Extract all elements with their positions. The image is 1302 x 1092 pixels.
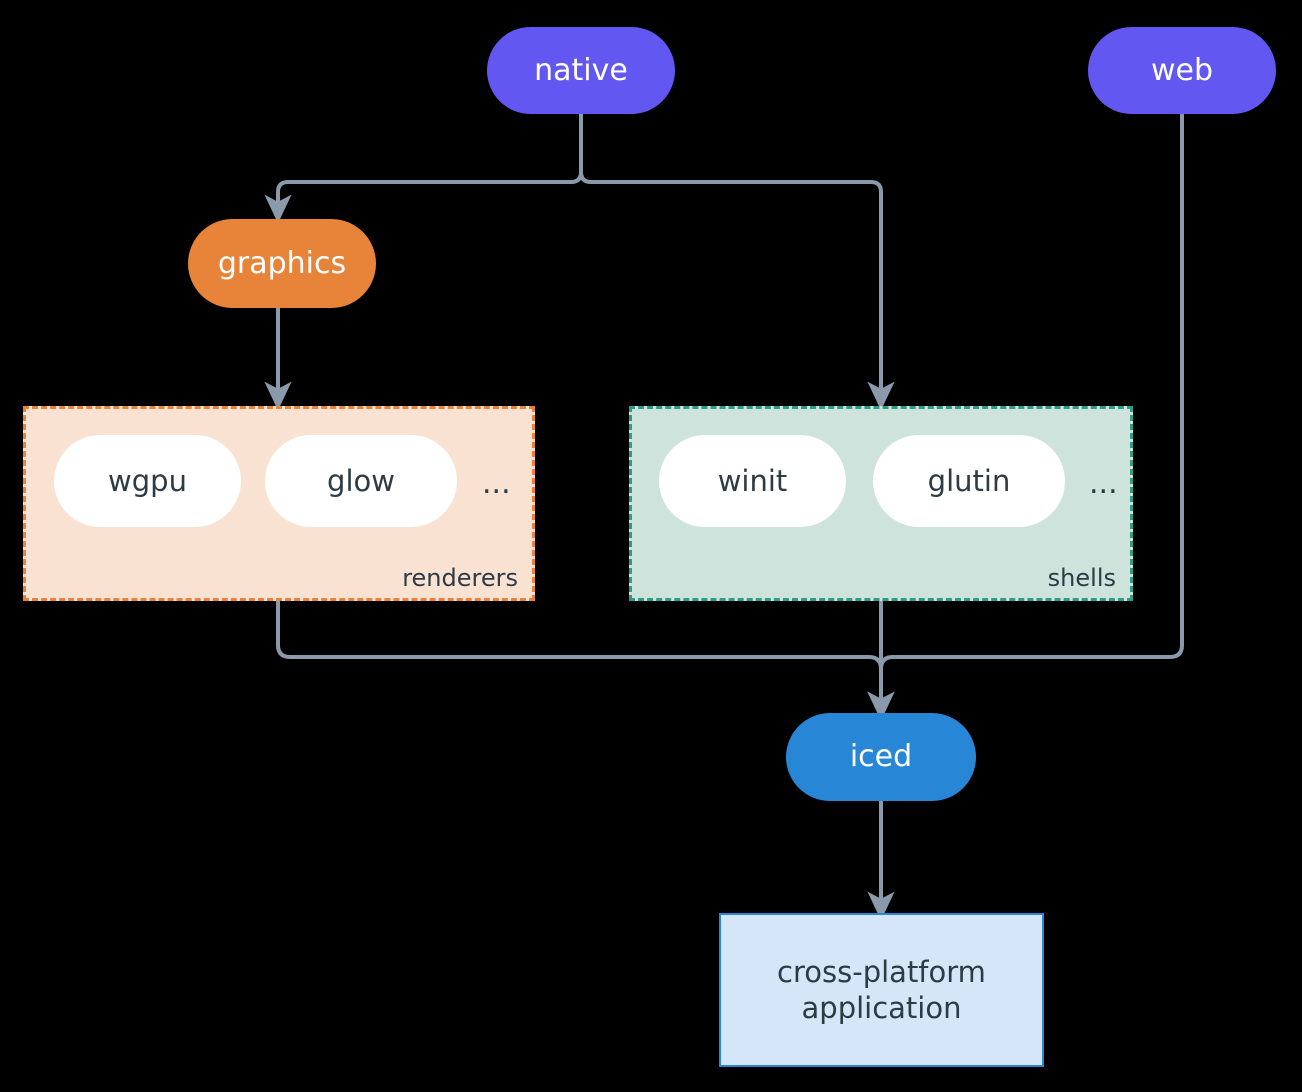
edge-native-to-graphics [264,113,583,224]
group-label-shells: shells [1047,564,1116,592]
node-native-label: native [534,52,628,88]
item-label-glow: glow [327,464,395,498]
node-web-label: web [1150,52,1214,88]
application-label-line2: application [801,991,962,1025]
node-native[interactable]: native [487,27,675,114]
node-application[interactable]: cross-platform application [719,913,1044,1067]
item-label-glutin: glutin [927,464,1011,498]
application-label-line1: cross-platform [777,954,986,989]
item-pill-glutin[interactable]: glutin [873,435,1065,527]
node-graphics[interactable]: graphics [188,219,376,308]
edge-native-to-shells [579,113,895,411]
node-graphics-label: graphics [217,245,347,281]
node-web[interactable]: web [1088,27,1276,114]
node-iced[interactable]: iced [786,713,976,801]
item-pill-glow[interactable]: glow [265,435,457,527]
item-label-wgpu: wgpu [108,464,187,498]
node-iced-label: iced [849,739,913,775]
edge-renderers-to-iced [276,600,895,721]
item-pill-winit[interactable]: winit [659,435,846,527]
group-label-renderers: renderers [402,564,518,592]
renderers-more-ellipsis: ... [482,466,511,501]
group-renderers: wgpu glow ... renderers [23,406,535,601]
item-label-winit: winit [717,464,788,498]
group-shells: winit glutin ... shells [629,406,1133,601]
shells-more-ellipsis: ... [1089,466,1118,501]
item-pill-wgpu[interactable]: wgpu [54,435,241,527]
